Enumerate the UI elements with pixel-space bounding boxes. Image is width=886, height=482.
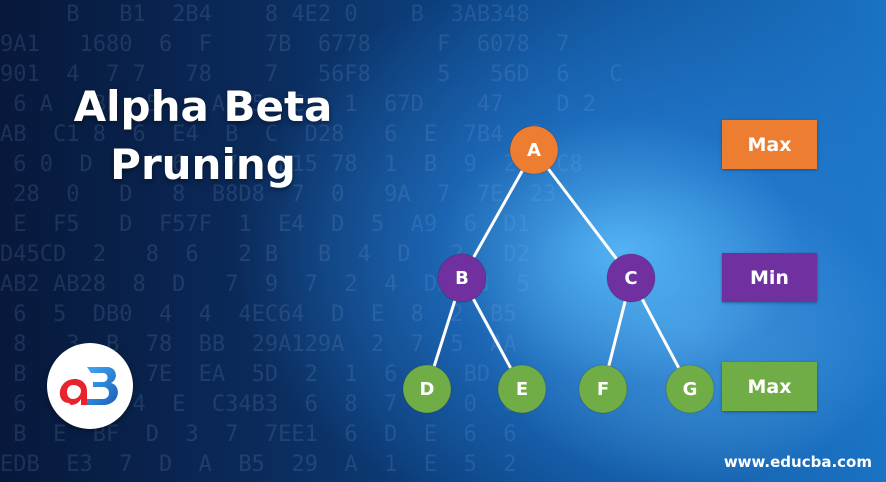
node-g-label: G bbox=[683, 379, 698, 400]
node-a-circle bbox=[509, 125, 559, 175]
node-f: F bbox=[578, 364, 628, 414]
node-b-circle bbox=[437, 253, 487, 303]
node-g: G bbox=[665, 364, 715, 414]
node-e-label: E bbox=[516, 379, 528, 400]
node-d-circle bbox=[402, 364, 452, 414]
node-f-circle bbox=[578, 364, 628, 414]
node-c: C bbox=[606, 253, 656, 303]
website-url: www.educba.com bbox=[723, 453, 872, 471]
node-c-circle bbox=[606, 253, 656, 303]
level-label-max-top: Max bbox=[722, 120, 817, 169]
node-a-label: A bbox=[527, 140, 541, 161]
node-d-label: D bbox=[420, 379, 435, 400]
page-title: Alpha Beta Pruning bbox=[58, 78, 348, 194]
level-label-min: Min bbox=[722, 253, 817, 302]
node-b: B bbox=[437, 253, 487, 303]
node-d: D bbox=[402, 364, 452, 414]
node-f-label: F bbox=[597, 379, 609, 400]
tree-nodes: A B C D E F G bbox=[402, 125, 715, 414]
node-a: A bbox=[509, 125, 559, 175]
edge-a-b bbox=[460, 149, 536, 279]
title-line-2: Pruning bbox=[110, 140, 296, 189]
level-label-max-bottom: Max bbox=[722, 362, 817, 411]
educba-logo-icon bbox=[59, 367, 118, 405]
edge-a-c bbox=[532, 149, 633, 279]
educba-logo bbox=[47, 343, 133, 429]
node-g-circle bbox=[665, 364, 715, 414]
node-b-label: B bbox=[455, 268, 469, 289]
node-e-circle bbox=[497, 364, 547, 414]
title-line-1: Alpha Beta bbox=[73, 82, 333, 131]
node-e: E bbox=[497, 364, 547, 414]
node-c-label: C bbox=[624, 268, 637, 289]
